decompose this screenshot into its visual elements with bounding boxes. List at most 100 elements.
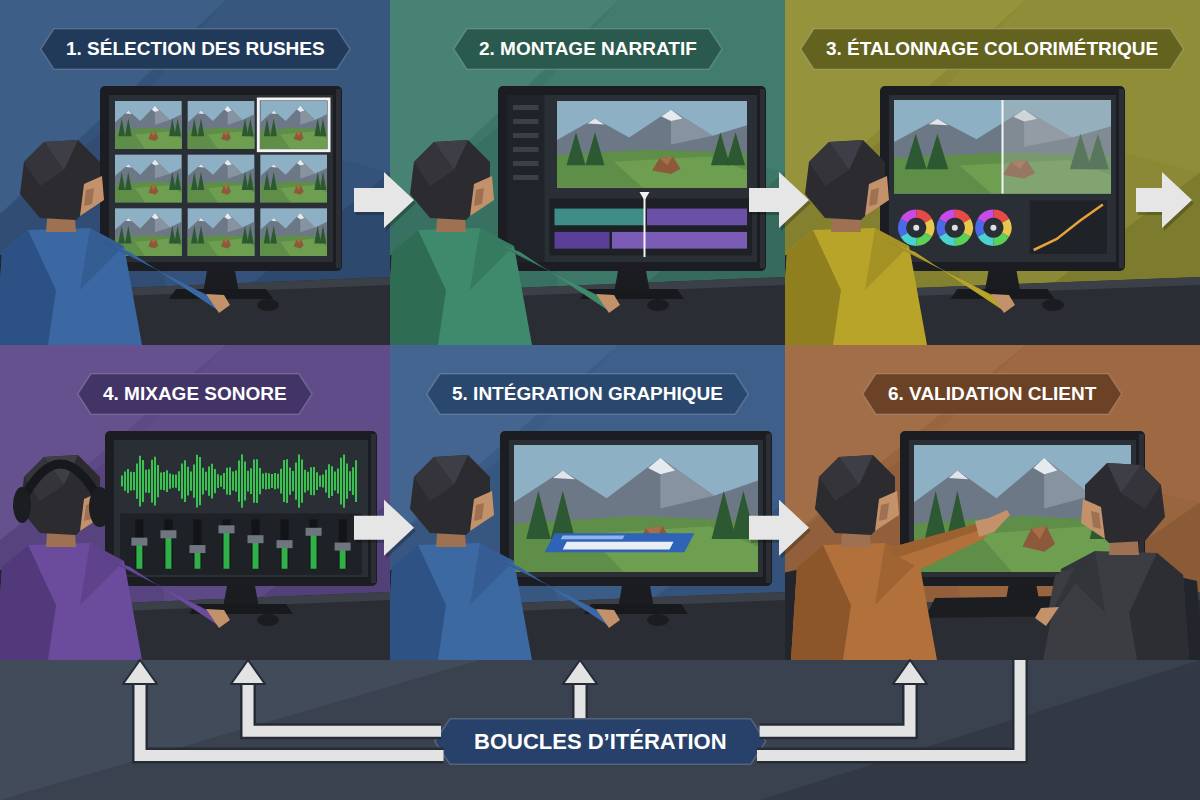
stage-panel: 6. VALIDATION CLIENT <box>785 345 1200 660</box>
monitor-edge <box>371 434 376 583</box>
lower-third <box>545 533 695 552</box>
timeline-clip <box>647 209 747 226</box>
loop-arrow <box>760 684 910 731</box>
tree <box>118 118 125 136</box>
arrow-shadow <box>356 503 416 559</box>
mouse <box>1042 299 1064 311</box>
snow-cap <box>297 106 304 112</box>
arrow-shadow <box>751 175 811 231</box>
banner-hexagon <box>454 29 722 70</box>
fader-slot <box>164 519 172 568</box>
arm-shade <box>94 553 213 614</box>
arm <box>885 523 987 569</box>
playhead-cap <box>640 192 650 200</box>
banner-hexagon <box>863 374 1122 415</box>
pointing-hand <box>975 510 1010 537</box>
tree <box>726 132 745 165</box>
rock <box>294 132 304 142</box>
title-banner: 1. SÉLECTION DES RUSHES <box>40 28 351 70</box>
snow-cap <box>224 213 231 219</box>
monitor-edge <box>760 89 765 268</box>
fader-knob <box>277 540 293 548</box>
tree <box>247 172 254 190</box>
mouse <box>257 299 279 311</box>
arm-shade <box>94 238 213 299</box>
wheel-dot <box>913 225 919 231</box>
hand <box>1035 607 1059 626</box>
stage-title: 4. MIXAGE SONORE <box>77 373 313 415</box>
connector-outline <box>140 684 444 756</box>
timeline-clip <box>555 209 645 226</box>
rock <box>148 185 158 195</box>
tree <box>586 132 605 165</box>
fader-level <box>223 529 229 568</box>
ear <box>84 188 94 206</box>
tree <box>174 172 181 190</box>
ear <box>474 503 484 521</box>
snow-cap <box>949 470 969 479</box>
snow-cap <box>1033 458 1057 475</box>
tree <box>314 118 321 136</box>
ear <box>869 188 879 206</box>
rock-facet <box>224 239 229 244</box>
connector-group <box>580 684 581 718</box>
rock <box>294 239 304 249</box>
sidebar-item <box>513 161 539 166</box>
snow-cap <box>929 119 949 126</box>
sidebar-item <box>513 119 539 124</box>
stage-title: 6. VALIDATION CLIENT <box>862 373 1122 415</box>
arm <box>94 238 219 311</box>
torso <box>785 228 927 345</box>
lower-third-bar <box>561 536 625 540</box>
screen-sky <box>260 208 327 256</box>
monitor-bezel <box>100 86 342 271</box>
loop-arrow <box>575 684 586 718</box>
band-facet <box>0 660 480 800</box>
tree <box>191 226 198 244</box>
tree <box>242 118 249 136</box>
fader-knob <box>131 538 147 546</box>
tree <box>925 491 947 539</box>
tree <box>711 132 730 165</box>
fader-knob <box>335 543 351 551</box>
stage-panel: 1. SÉLECTION DES RUSHES <box>0 0 390 345</box>
snow-cap <box>297 213 304 219</box>
stage-panel: 3. ÉTALONNAGE COLORIMÉTRIQUE <box>785 0 1200 345</box>
arrow-shadow <box>751 503 811 559</box>
flow-arrow <box>749 500 809 556</box>
connector-outline <box>760 684 910 731</box>
sidebar-item <box>513 105 539 110</box>
rock-facet <box>1031 526 1046 539</box>
tree <box>247 118 254 136</box>
torso-shade <box>390 230 446 345</box>
tree <box>264 226 271 244</box>
torso-shade <box>865 228 909 290</box>
tree <box>270 226 277 244</box>
hair-facet <box>1121 465 1161 509</box>
stage-title: 1. SÉLECTION DES RUSHES <box>40 28 351 70</box>
waveform <box>122 454 356 507</box>
flow-arrow <box>354 500 414 556</box>
snow-cap <box>648 458 675 475</box>
stage-panel: 4. MIXAGE SONORE <box>0 345 390 660</box>
timeline <box>550 199 753 256</box>
torso-shade <box>0 545 56 660</box>
fader-level <box>165 534 171 569</box>
flow-arrow <box>1136 172 1192 228</box>
tree <box>118 172 125 190</box>
tree <box>320 118 327 136</box>
sidebar-item <box>513 133 539 138</box>
snow-cap <box>224 159 231 165</box>
mixer-deck <box>120 513 362 574</box>
snow-cap <box>587 118 604 124</box>
hair-facet <box>819 457 859 501</box>
face <box>1081 499 1105 539</box>
title-banner: 5. INTÉGRATION GRAPHIQUE <box>426 373 749 415</box>
stage-title: 2. MONTAGE NARRATIF <box>453 28 723 70</box>
tree <box>198 172 205 190</box>
snow-cap <box>126 111 132 114</box>
snow-cap <box>198 218 204 221</box>
monitor-edge <box>336 89 341 268</box>
arm <box>94 553 219 626</box>
